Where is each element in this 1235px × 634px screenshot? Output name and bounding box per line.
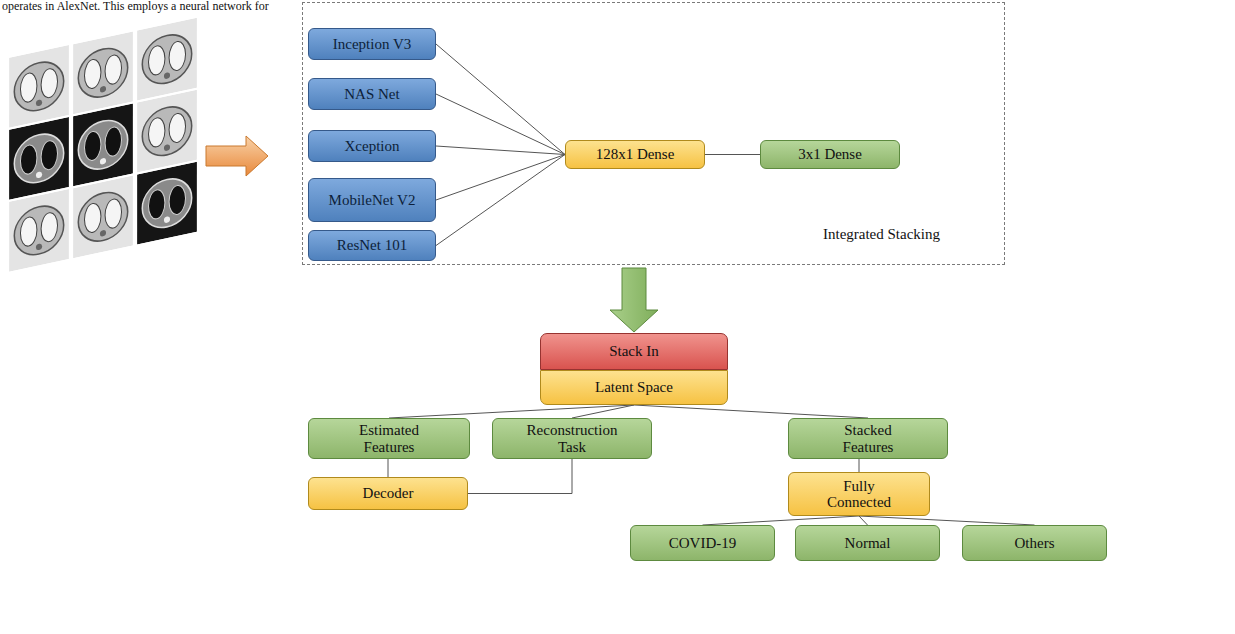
class-box: Normal: [795, 525, 940, 561]
ct-scan-mosaic: [9, 18, 197, 272]
box-label: Decoder: [363, 485, 414, 502]
connector-line: [436, 155, 565, 201]
box-label: NAS Net: [344, 86, 399, 103]
connector-line: [859, 516, 868, 525]
box-label: 128x1 Dense: [596, 146, 675, 163]
ct-slice: [73, 31, 133, 114]
model-box: ResNet 101: [308, 230, 436, 261]
connector-line: [389, 405, 634, 418]
box-label: Stacked Features: [818, 422, 918, 455]
ct-slice: [9, 189, 69, 272]
connector-line: [436, 146, 565, 155]
box-label: 3x1 Dense: [798, 146, 862, 163]
box-label: COVID-19: [669, 535, 737, 552]
dense-layer-box: 128x1 Dense: [565, 140, 705, 169]
box-label: Inception V3: [333, 36, 411, 53]
fully-connected-box: Fully Connected: [788, 472, 930, 516]
box-label: Reconstruction Task: [517, 422, 627, 455]
ct-slice: [73, 175, 133, 258]
connector-line: [436, 155, 565, 246]
connector-line: [703, 516, 860, 525]
stack-input-box: Stack In: [540, 333, 728, 370]
caption-fragment: operates in AlexNet. This employs a neur…: [2, 0, 269, 13]
box-label: ResNet 101: [337, 237, 407, 254]
box-label: Normal: [845, 535, 891, 552]
dense-layer-box: 3x1 Dense: [760, 140, 900, 169]
process-box: Stacked Features: [788, 418, 948, 459]
block-arrow: [610, 268, 658, 332]
connector-line: [436, 44, 565, 155]
connector-line: [859, 516, 1035, 525]
box-label: Stack In: [609, 343, 659, 360]
latent-space-box: Latent Space: [540, 370, 728, 405]
class-box: Others: [962, 525, 1107, 561]
box-label: MobileNet V2: [329, 192, 416, 209]
box-label: Others: [1015, 535, 1055, 552]
ct-slice: [137, 90, 197, 173]
stacking-group: Integrated Stacking Inception V3 NAS NetXc…: [302, 2, 1005, 265]
model-box: MobileNet V2: [308, 178, 436, 222]
class-box: COVID-19: [630, 525, 775, 561]
process-box: Estimated Features: [308, 418, 470, 459]
model-box: Xception: [308, 130, 436, 162]
ct-slice: [137, 18, 197, 101]
box-label: Latent Space: [595, 379, 673, 396]
connector-line: [468, 459, 572, 494]
connector-line: [859, 459, 860, 472]
connector-line: [572, 405, 634, 418]
connector-line: [705, 154, 760, 155]
box-label: Fully Connected: [814, 478, 904, 511]
box-label: Integrated Stacking: [823, 226, 940, 243]
connector-line: [436, 94, 565, 155]
model-box: NAS Net: [308, 78, 436, 110]
ct-slice: [137, 162, 197, 245]
box-label: Xception: [345, 138, 400, 155]
ct-slice: [9, 117, 69, 200]
process-box: Reconstruction Task: [492, 418, 652, 459]
box-label: Estimated Features: [339, 422, 439, 455]
model-box: Inception V3: [308, 28, 436, 60]
ct-slice: [9, 45, 69, 128]
connector-line: [388, 459, 389, 477]
connector-line: [634, 405, 868, 418]
input-arrow: [206, 136, 268, 176]
ct-slice: [73, 103, 133, 186]
decoder-box: Decoder: [308, 477, 468, 510]
